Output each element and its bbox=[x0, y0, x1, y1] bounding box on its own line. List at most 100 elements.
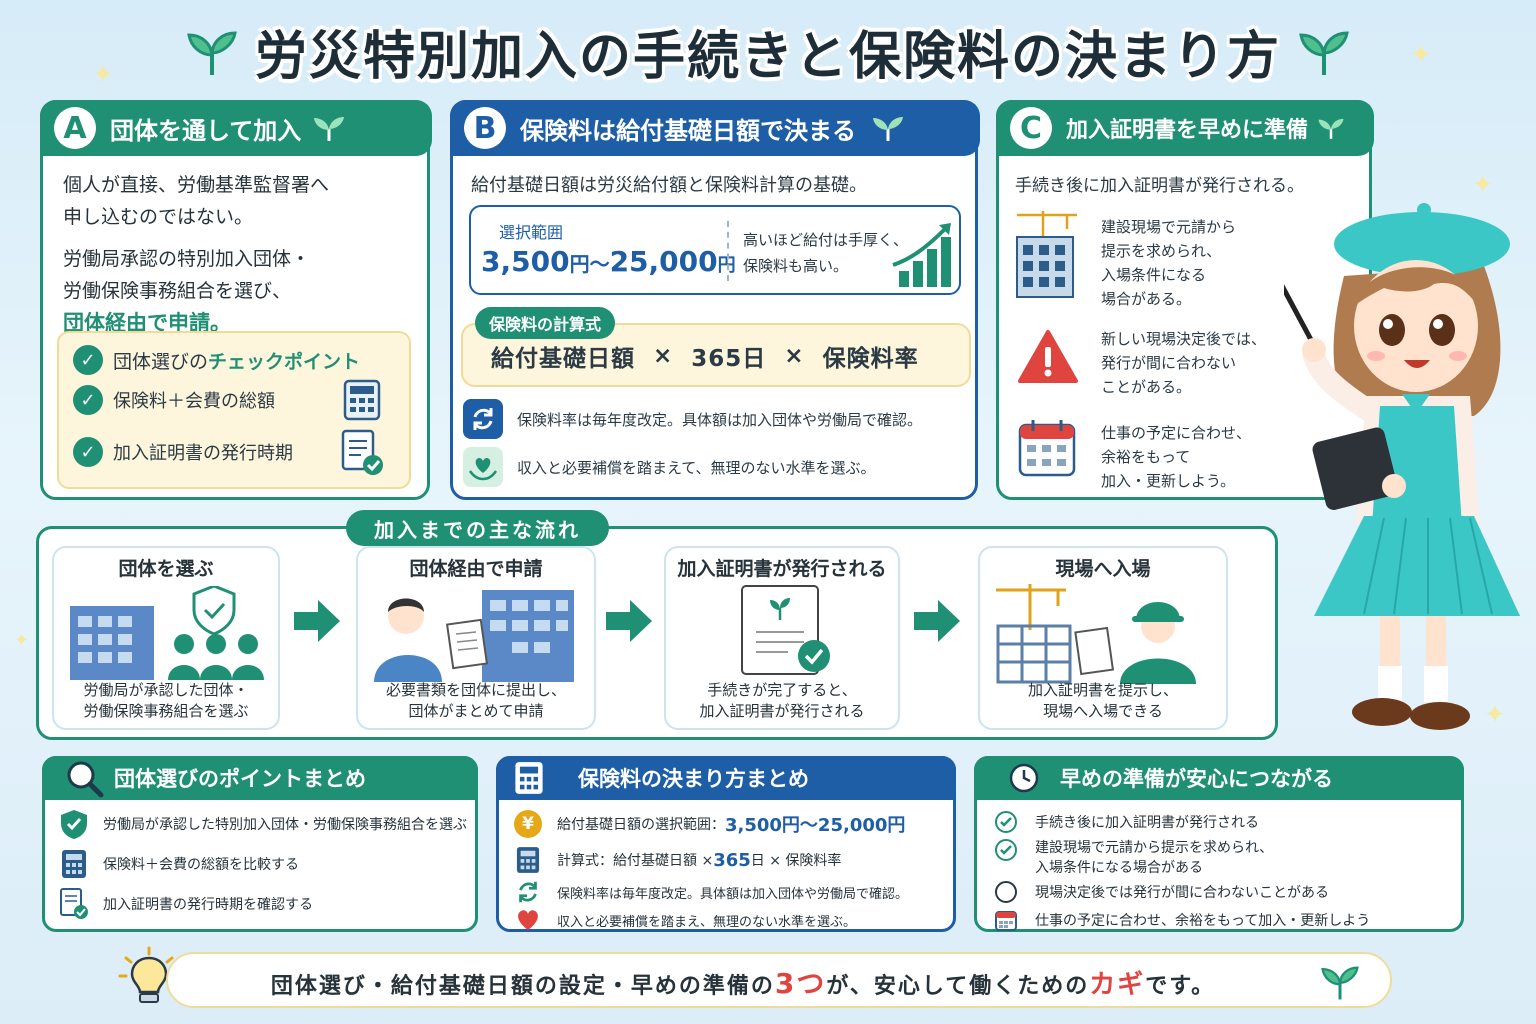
flow-step-caption: 加入証明書を提示し、 現場へ入場できる bbox=[980, 680, 1226, 722]
building-crane-icon bbox=[1016, 211, 1077, 298]
card-a-p2-line1: 労働局承認の特別加入団体・ bbox=[63, 248, 311, 270]
summary-1-row: 保険料＋会費の総額を比較する bbox=[59, 849, 299, 879]
card-c-header: C 加入証明書を早めに準備 bbox=[996, 100, 1374, 156]
refresh-icon bbox=[463, 399, 503, 439]
card-b-header: B 保険料は給付基礎日額で決まる bbox=[450, 100, 980, 156]
rising-chart-icon bbox=[892, 223, 951, 287]
card-c: C 加入証明書を早めに準備 手続き後に加入証明書が発行される。 建設現場で元請か… bbox=[996, 100, 1374, 500]
card-c-item3-line: 仕事の予定に合わせ、 bbox=[1101, 424, 1252, 442]
flow-caption-line: 団体がまとめて申請 bbox=[408, 702, 544, 720]
certificate-icon bbox=[741, 585, 830, 675]
footer-number: 3つ bbox=[774, 967, 827, 1000]
flow-step-caption: 労働局が承認した団体・ 労働保険事務組合を選ぶ bbox=[54, 680, 278, 722]
sprout-icon bbox=[1321, 966, 1359, 1000]
flow-title: 加入までの主な流れ bbox=[346, 510, 609, 546]
summary-premium: 保険料の決まり方まとめ ¥ 給付基礎日額の選択範囲：3,500円～25,000円… bbox=[496, 756, 956, 932]
calculator-icon bbox=[343, 379, 381, 421]
summary-3-row: 仕事の予定に合わせ、余裕をもって加入・更新しよう bbox=[991, 905, 1370, 935]
lightbulb-icon bbox=[118, 946, 180, 1003]
summary-3-row4-text: 仕事の予定に合わせ、余裕をもって加入・更新しよう bbox=[1035, 913, 1371, 929]
summary-2-row2-pre: 計算式：給付基礎日額 × bbox=[557, 853, 714, 869]
summary-2-row2-value: 365 bbox=[713, 849, 751, 871]
check-icon: ✓ bbox=[73, 437, 103, 467]
note1-text: 保険料率は毎年度改定。具体額は加入団体や労働局で確認。 bbox=[517, 410, 923, 429]
summary-3-row: 建設現場で元請から提示を求められ、 入場条件になる場合がある bbox=[991, 835, 1273, 878]
checklist-item: ✓ 保険料＋会費の総額 bbox=[73, 385, 275, 415]
card-b: B 保険料は給付基礎日額で決まる 給付基礎日額は労災給付額と保険料計算の基礎。 … bbox=[450, 100, 980, 500]
checklist-box: ✓ 団体選びのチェックポイント ✓ 保険料＋会費の総額 ✓ 加入証明書の発行時期 bbox=[57, 331, 411, 489]
formula-term-b: 365日 bbox=[691, 346, 767, 372]
document-check-icon bbox=[341, 429, 383, 475]
note2-text: 収入と必要補償を踏まえて、無理のない水準を選ぶ。 bbox=[517, 458, 876, 477]
card-c-item1-line: 入場条件になる bbox=[1101, 266, 1207, 284]
heart-icon bbox=[513, 905, 543, 935]
flow-step-title: 団体を選ぶ bbox=[118, 558, 214, 580]
flow-step-title: 団体経由で申請 bbox=[409, 558, 543, 580]
card-a-letter: A bbox=[54, 107, 96, 149]
range-unit: 円 bbox=[717, 255, 736, 276]
flow-caption-line: 加入証明書が発行される bbox=[699, 702, 865, 720]
shield-check-icon bbox=[59, 809, 89, 839]
checklist-title-pre: 団体選びの bbox=[113, 350, 209, 373]
formula-term-a: 給付基礎日額 bbox=[491, 346, 635, 372]
calculator-icon bbox=[513, 845, 543, 875]
sparkle-icon: ✦ bbox=[92, 60, 114, 90]
flow-caption-line: 加入証明書を提示し、 bbox=[1027, 681, 1178, 699]
summary-1-row-text: 保険料＋会費の総額を比較する bbox=[103, 857, 299, 873]
card-a-header: A 団体を通して加入 bbox=[40, 100, 432, 156]
organization-people-icon bbox=[70, 586, 264, 680]
card-c-item2-line: 新しい現場決定後では、 bbox=[1101, 330, 1267, 348]
card-a: A 団体を通して加入 個人が直接、労働基準監督署へ 申し込むのではない。 労働局… bbox=[40, 100, 432, 500]
refresh-icon bbox=[513, 877, 543, 907]
flow-step-2: 団体経由で申請 必要書類を団体に提出し、 団体がまとめて申請 bbox=[356, 546, 596, 730]
card-c-heading: 加入証明書を早めに準備 bbox=[1066, 118, 1309, 143]
formula-label: 保険料の計算式 bbox=[475, 307, 616, 339]
formula-operator: × bbox=[784, 343, 805, 369]
check-icon: ✓ bbox=[73, 385, 103, 415]
card-b-letter: B bbox=[464, 107, 506, 149]
warning-icon bbox=[1018, 330, 1078, 383]
checklist-title-emph: チェックポイント bbox=[208, 350, 361, 373]
sparkle-icon: ✦ bbox=[1484, 700, 1506, 730]
footer-message: 団体選び・給付基礎日額の設定・早めの準備の3つが、安心して働くためのカギです。 bbox=[168, 962, 1318, 1002]
summary-2-row: 収入と必要補償を踏まえ、無理のない水準を選ぶ。 bbox=[513, 905, 856, 935]
card-c-item1-line: 建設現場で元請から bbox=[1101, 218, 1237, 236]
summary-1-header: 団体選びのポイントまとめ bbox=[42, 756, 478, 800]
summary-1-row: 労働局が承認した特別加入団体・労働保険事務組合を選ぶ bbox=[59, 809, 467, 839]
summary-2-header: 保険料の決まり方まとめ bbox=[496, 756, 956, 800]
card-a-p1-line1: 個人が直接、労働基準監督署へ bbox=[63, 174, 330, 196]
formula-operator: × bbox=[653, 343, 674, 369]
range-value: 3,500円～25,000円 bbox=[481, 245, 736, 278]
page-title: 労災特別加入の手続きと保険料の決まり方 bbox=[0, 14, 1536, 89]
summary-2-row1-label: 給付基礎日額の選択範囲： bbox=[557, 817, 725, 833]
summary-3-row3-text: 現場決定後では発行が間に合わないことがある bbox=[1035, 885, 1329, 901]
sparkle-icon: ✦ bbox=[14, 630, 30, 651]
card-c-item3-line: 余裕をもって bbox=[1101, 448, 1191, 466]
card-c-item3: 仕事の予定に合わせ、 余裕をもって 加入・更新しよう。 bbox=[1101, 421, 1251, 493]
card-b-intro: 給付基礎日額は労災給付額と保険料計算の基礎。 bbox=[471, 175, 867, 196]
card-a-p2-line2: 労働保険事務組合を選び、 bbox=[63, 280, 292, 302]
summary-2-row4-text: 収入と必要補償を踏まえ、無理のない水準を選ぶ。 bbox=[557, 914, 857, 930]
guide-character-illustration bbox=[1284, 203, 1520, 730]
circle-check-icon bbox=[991, 807, 1021, 837]
summary-group-points: 団体選びのポイントまとめ 労働局が承認した特別加入団体・労働保険事務組合を選ぶ … bbox=[42, 756, 478, 932]
flow-step-1: 団体を選ぶ 労働局が承認した団体・ 労働保険事務組合を選ぶ bbox=[52, 546, 280, 730]
flow-step-caption: 手続きが完了すると、 加入証明書が発行される bbox=[666, 680, 898, 722]
person-applying-icon bbox=[374, 590, 574, 682]
arrow-right-icon bbox=[606, 600, 652, 642]
magnifier-icon bbox=[67, 761, 104, 798]
range-box: 選択範囲 3,500円～25,000円 高いほど給付は手厚く、 保険料も高い。 bbox=[469, 205, 961, 295]
clock-icon bbox=[1009, 763, 1039, 793]
flow-caption-line: 必要書類を団体に提出し、 bbox=[385, 681, 566, 699]
sprout-icon bbox=[1318, 118, 1344, 139]
flow-step-3: 加入証明書が発行される 手続きが完了すると、 加入証明書が発行される bbox=[664, 546, 900, 730]
formula: 給付基礎日額 × 365日 × 保険料率 bbox=[491, 339, 919, 373]
card-c-item2-line: ことがある。 bbox=[1101, 378, 1192, 396]
flow-step-title: 現場へ入場 bbox=[1055, 558, 1151, 580]
card-c-item3-line: 加入・更新しよう。 bbox=[1101, 472, 1236, 490]
card-c-item2: 新しい現場決定後では、 発行が間に合わない ことがある。 bbox=[1101, 327, 1266, 399]
range-note: 高いほど給付は手厚く、 保険料も高い。 bbox=[743, 227, 908, 279]
flow-step-title: 加入証明書が発行される bbox=[677, 558, 887, 580]
formula-term-c: 保険料率 bbox=[822, 346, 919, 372]
checklist-item-label: 加入証明書の発行時期 bbox=[113, 443, 293, 464]
